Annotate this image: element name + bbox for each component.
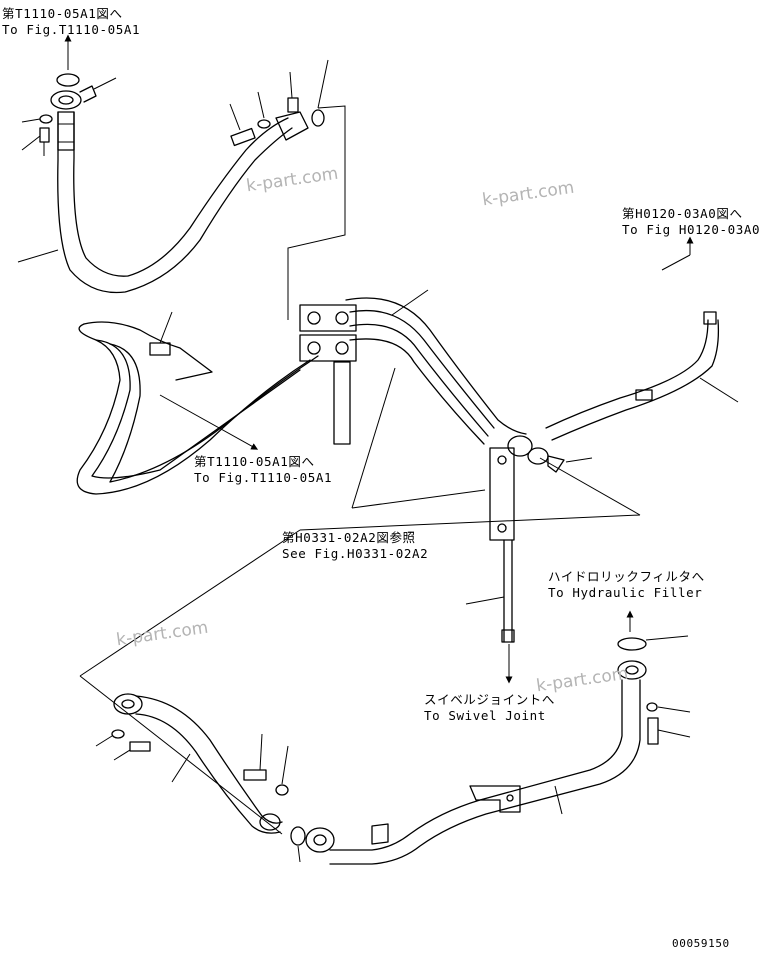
ref-see-fig-jp: 第H0331-02A2図参照 xyxy=(282,530,416,545)
center-manifold xyxy=(299,289,641,684)
ref-middle-en: To Fig.T1110-05A1 xyxy=(194,470,333,485)
ref-swivel-joint-en: To Swivel Joint xyxy=(424,708,546,723)
middle-left-loop-hose xyxy=(76,311,319,495)
upper-right-hose xyxy=(545,236,739,441)
ref-top-left-en: To Fig.T1110-05A1 xyxy=(2,22,141,37)
upper-left-hose xyxy=(17,34,346,320)
ref-see-fig: 第H0331-02A2図参照 See Fig.H0331-02A2 xyxy=(282,530,428,562)
see-fig-leaders xyxy=(79,367,641,677)
ref-top-right-en: To Fig H0120-03A0 xyxy=(622,222,761,237)
ref-swivel-joint-jp: スイベルジョイントへ xyxy=(424,692,556,707)
ref-middle: 第T1110-05A1図へ To Fig.T1110-05A1 xyxy=(194,454,332,486)
ref-top-right: 第H0120-03A0図へ To Fig H0120-03A0 xyxy=(622,206,760,238)
ref-see-fig-en: See Fig.H0331-02A2 xyxy=(282,546,429,561)
ref-top-left-jp: 第T1110-05A1図へ xyxy=(2,6,123,21)
ref-top-right-jp: 第H0120-03A0図へ xyxy=(622,206,743,221)
lower-right-pipe xyxy=(305,610,691,865)
ref-hydraulic-filter: ハイドロリックフィルタへ To Hydraulic Filler xyxy=(548,569,705,601)
ref-swivel-joint: スイベルジョイントへ To Swivel Joint xyxy=(424,692,555,724)
ref-middle-jp: 第T1110-05A1図へ xyxy=(194,454,315,469)
drawing-number: 00059150 xyxy=(672,937,730,950)
lower-left-pipe xyxy=(79,675,306,863)
ref-hydraulic-filter-jp: ハイドロリックフィルタへ xyxy=(548,569,705,584)
ref-top-left: 第T1110-05A1図へ To Fig.T1110-05A1 xyxy=(2,6,140,38)
ref-hydraulic-filter-en: To Hydraulic Filler xyxy=(548,585,703,600)
